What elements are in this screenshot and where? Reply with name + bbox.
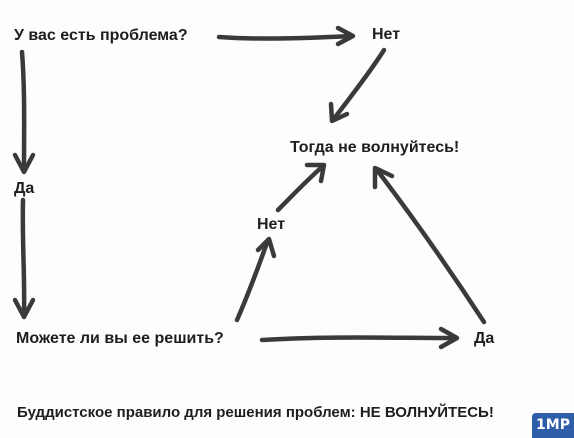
arrow-no-to-dont-worry	[328, 47, 387, 124]
dont-worry-node: Тогда не волнуйтесь!	[290, 139, 460, 156]
arrow-yes-to-can-solve	[12, 197, 36, 320]
arrow-can-solve-to-yes	[259, 326, 460, 350]
footer-rule-text: Буддистское правило для решения проблем:…	[17, 404, 494, 421]
yes-right-node: Да	[474, 330, 495, 347]
arrow-question-to-no	[216, 25, 356, 47]
watermark-logo: 1MP	[532, 413, 574, 438]
can-solve-node: Можете ли вы ее решить?	[16, 330, 224, 347]
arrow-question-to-yes	[12, 49, 36, 175]
yes-left-node: Да	[14, 180, 35, 197]
arrow-yes-to-dont-worry	[372, 165, 487, 325]
arrow-no-to-dont-worry-mid	[275, 162, 327, 213]
no-mid-node: Нет	[257, 216, 286, 233]
no-top-node: Нет	[372, 26, 401, 43]
question-node: У вас есть проблема?	[14, 27, 188, 44]
arrow-can-solve-to-no	[234, 236, 277, 323]
